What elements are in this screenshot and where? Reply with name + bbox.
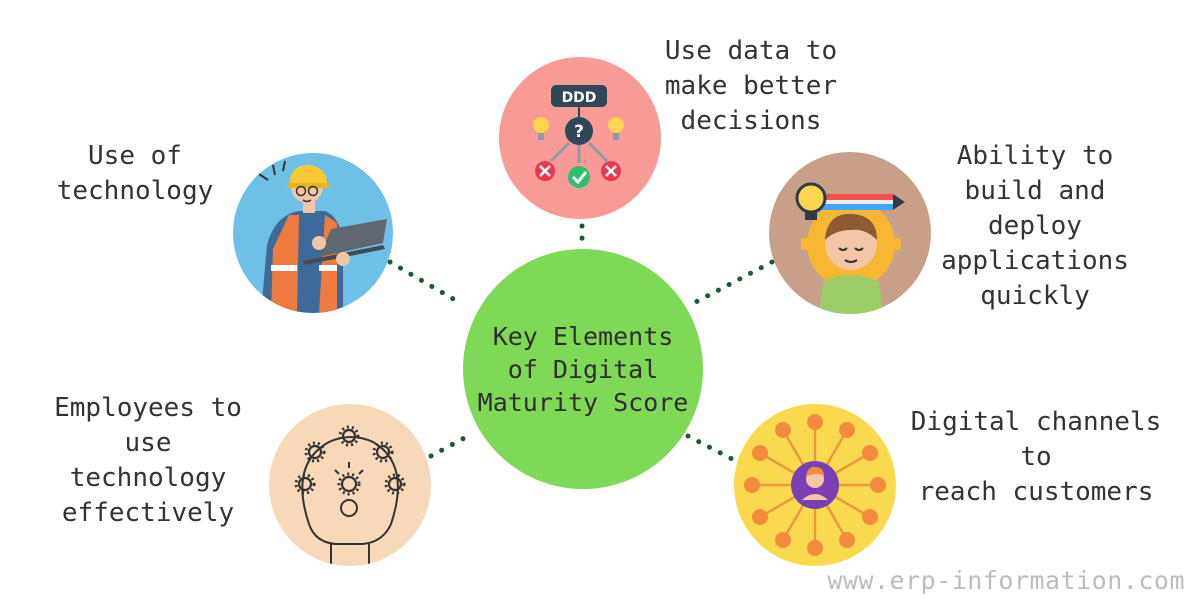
- node-use-data: DDD ?: [499, 57, 661, 219]
- watermark: www.erp-information.com: [827, 566, 1185, 595]
- connector-deploy: [689, 259, 775, 307]
- node-use-of-technology: [233, 153, 393, 313]
- developer-idea-icon: [795, 182, 905, 314]
- center-circle: Key Elements of Digital Maturity Score: [463, 249, 703, 489]
- connector-tech: [387, 259, 465, 307]
- customer-network-icon: [744, 414, 886, 556]
- caption-use-data: Use data to make better decisions: [664, 36, 838, 136]
- decision-tree-icon: DDD ?: [533, 85, 624, 188]
- person-gears-icon: [294, 425, 406, 566]
- connector-employees: [428, 433, 471, 459]
- decision-box-label: DDD: [562, 90, 597, 106]
- node-digital-channels: [734, 404, 896, 566]
- caption-use-of-technology: Use of technology: [56, 141, 214, 206]
- center-title: Key Elements of Digital Maturity Score: [477, 321, 689, 417]
- caption-digital-channels: Digital channels to reach customers: [910, 407, 1162, 507]
- decision-question-mark: ?: [574, 122, 584, 142]
- caption-employees: Employees to use technology effectively: [54, 393, 242, 528]
- node-employees: [269, 404, 431, 566]
- node-build-deploy: [769, 152, 931, 314]
- connector-channels: [685, 433, 737, 463]
- caption-build-deploy: Ability to build and deploy applications…: [941, 141, 1129, 311]
- worker-with-laptop-icon: [258, 160, 387, 313]
